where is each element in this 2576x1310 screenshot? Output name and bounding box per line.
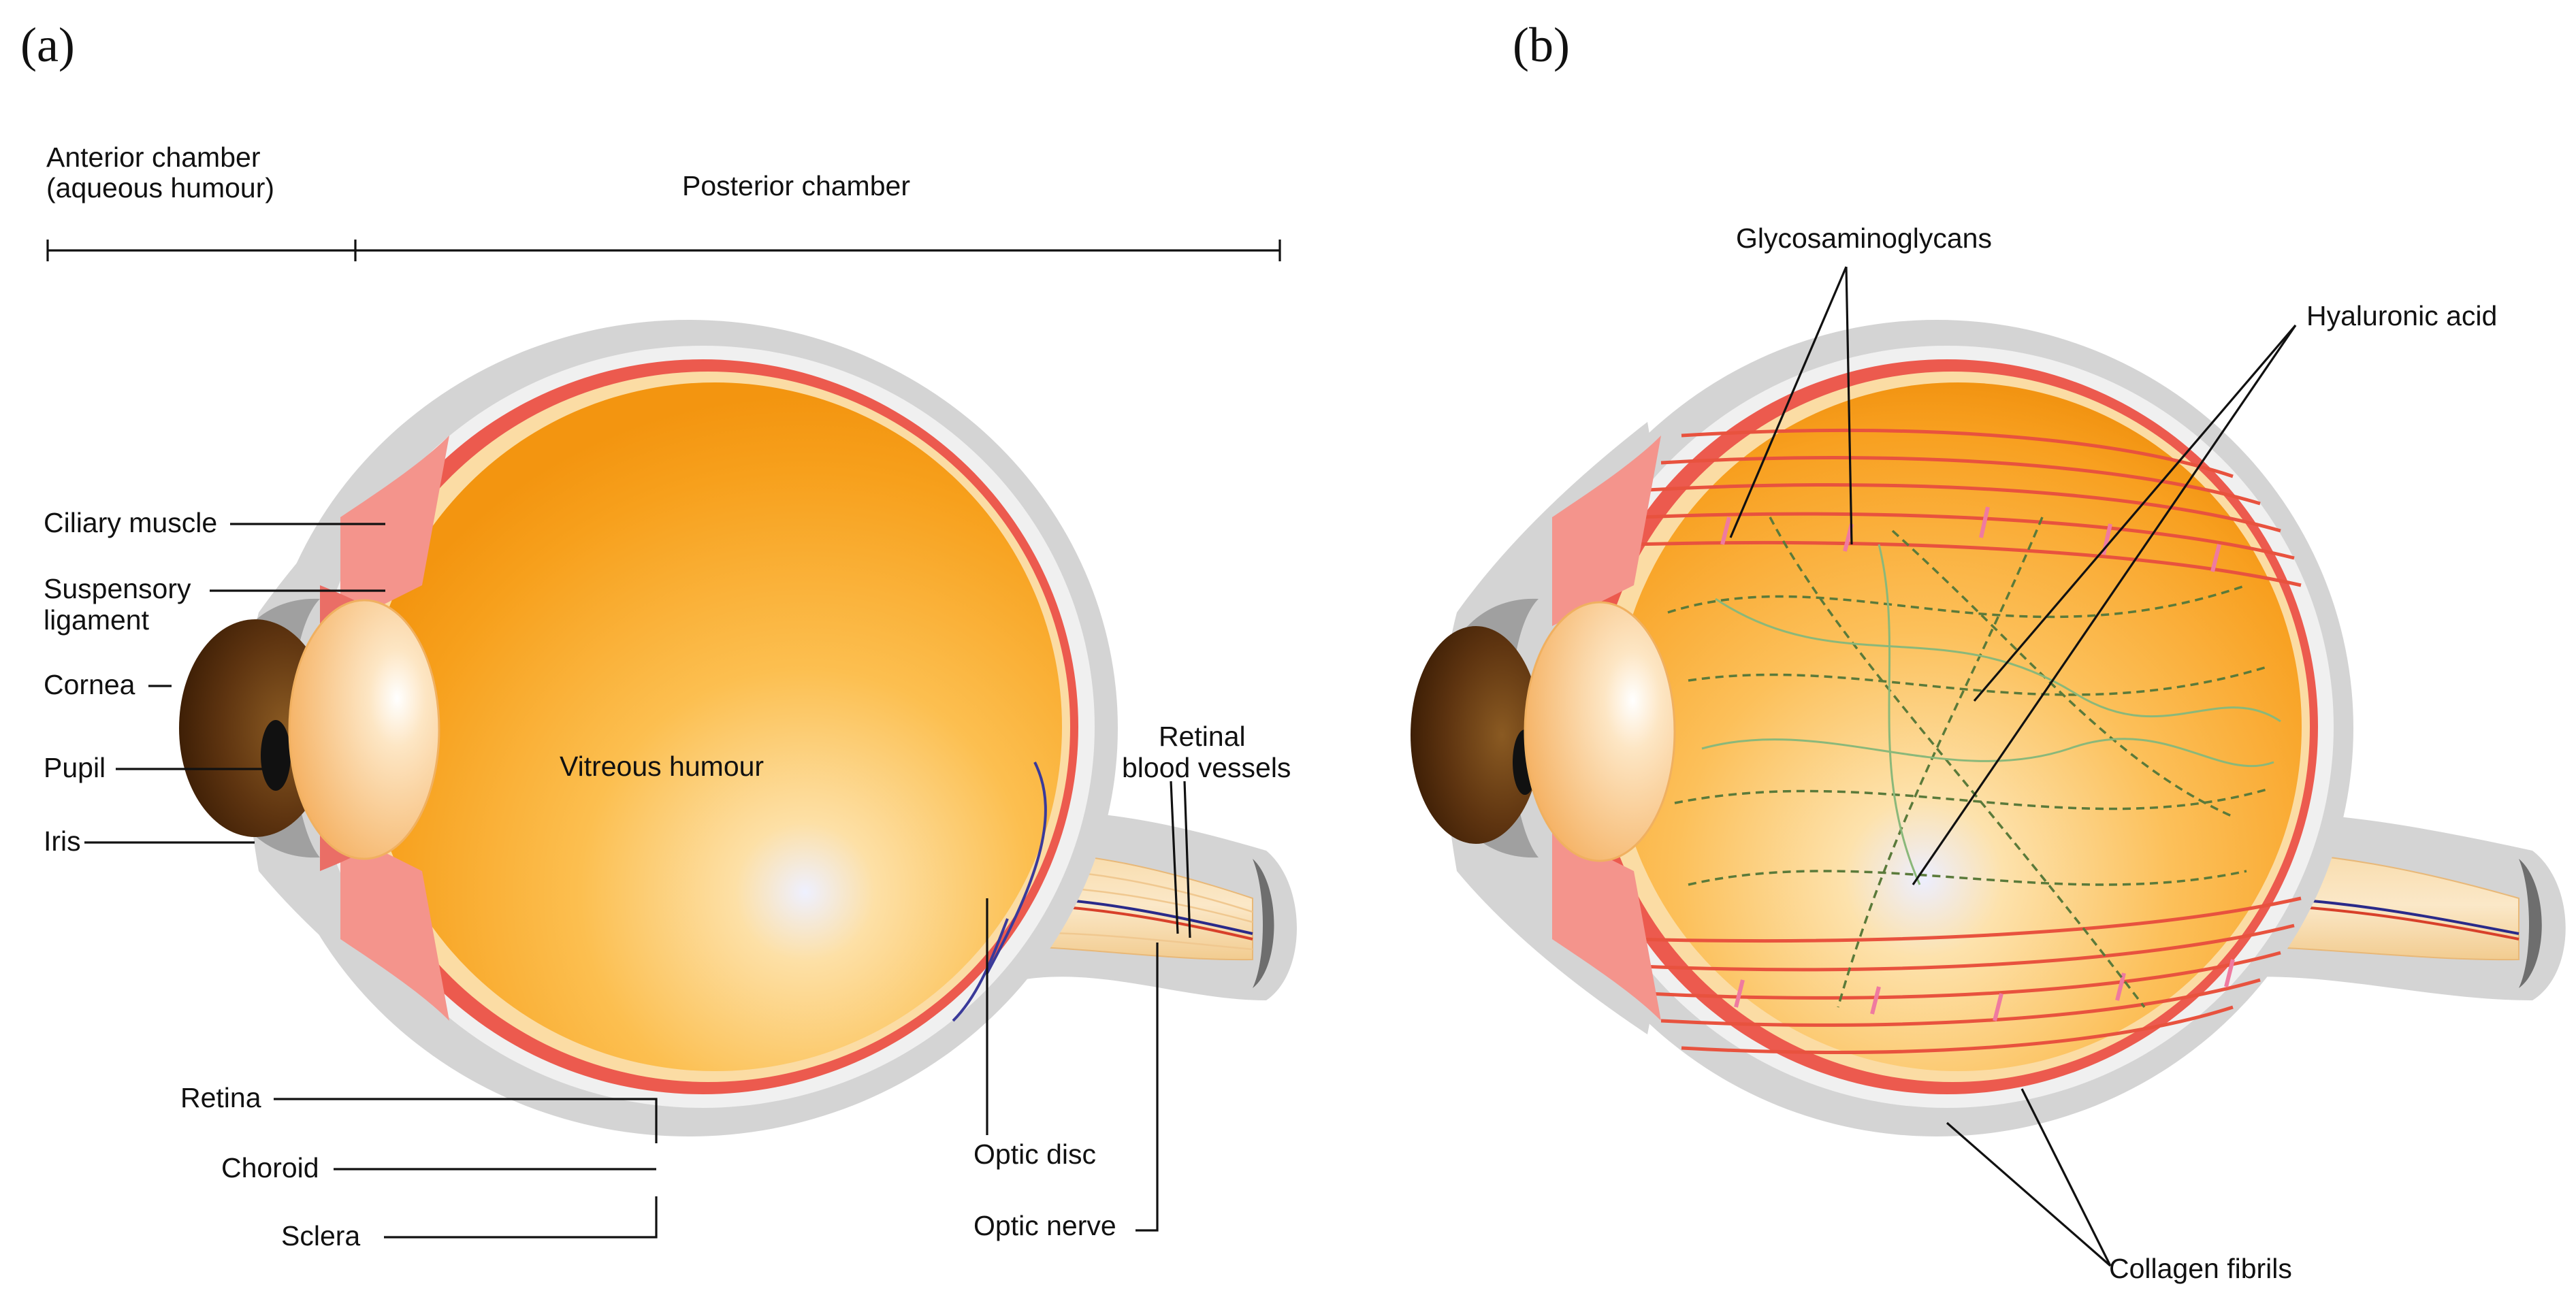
- optic-nerve-label: Optic nerve: [973, 1210, 1116, 1241]
- anterior-chamber-label: Anterior chamber: [46, 142, 260, 173]
- vitreous-body-b: [1614, 382, 2302, 1071]
- suspensory-ligament-label: Suspensory: [44, 573, 191, 604]
- optic-disc-label: Optic disc: [973, 1139, 1096, 1170]
- anterior-segment-a: [179, 598, 440, 860]
- sclera-label: Sclera: [281, 1220, 360, 1251]
- glycosaminoglycan-network: [1667, 517, 2268, 1009]
- panel-b: (b): [1411, 18, 2566, 1284]
- retinal-blood-vessels-sublabel: blood vessels: [1122, 752, 1291, 783]
- ciliary-body-b: [1552, 436, 1661, 1021]
- pupil-a: [261, 720, 291, 791]
- hyaluronic-acid-network: [1701, 544, 2281, 885]
- pupil-label: Pupil: [44, 752, 106, 783]
- ciliary-muscle-label: Ciliary muscle: [44, 507, 217, 538]
- retina-label: Retina: [180, 1082, 261, 1113]
- retinal-blood-vessels-label: Retinal: [1159, 721, 1246, 752]
- panel-b-tag: (b): [1513, 18, 1570, 72]
- leader-lines-a: [84, 523, 1191, 1239]
- vitreous-humour-label: Vitreous humour: [560, 751, 764, 782]
- lens-b: [1524, 601, 1676, 862]
- anterior-segment-b: [1411, 598, 1676, 862]
- choroid-label: Choroid: [221, 1152, 319, 1183]
- chamber-scale-bar: [46, 240, 1281, 261]
- glycosaminoglycans-label: Glycosaminoglycans: [1736, 223, 1992, 254]
- collagen-fibrils-label: Collagen fibrils: [2109, 1253, 2292, 1284]
- iris-b: [1411, 626, 1541, 844]
- anterior-chamber-sublabel: (aqueous humour): [46, 172, 274, 203]
- panel-a: (a) Anterior chamber (aqueous humour) Po…: [20, 18, 1297, 1251]
- iris-a: [179, 619, 332, 837]
- leader-lines-b: [1729, 266, 2297, 1267]
- fibril-crosslinks: [1720, 506, 2235, 1021]
- panel-a-tag: (a): [20, 18, 75, 72]
- vitreous-humour-a: [368, 382, 1062, 1071]
- suspensory-ligament-sublabel: ligament: [44, 604, 150, 636]
- collagen-fibril-bands: [1633, 429, 2302, 1054]
- cornea-label: Cornea: [44, 669, 135, 700]
- posterior-chamber-label: Posterior chamber: [682, 170, 910, 201]
- eye-globe-a: [245, 320, 1118, 1136]
- hyaluronic-acid-label: Hyaluronic acid: [2306, 300, 2497, 331]
- lens-a: [288, 599, 440, 860]
- iris-label: Iris: [44, 825, 81, 857]
